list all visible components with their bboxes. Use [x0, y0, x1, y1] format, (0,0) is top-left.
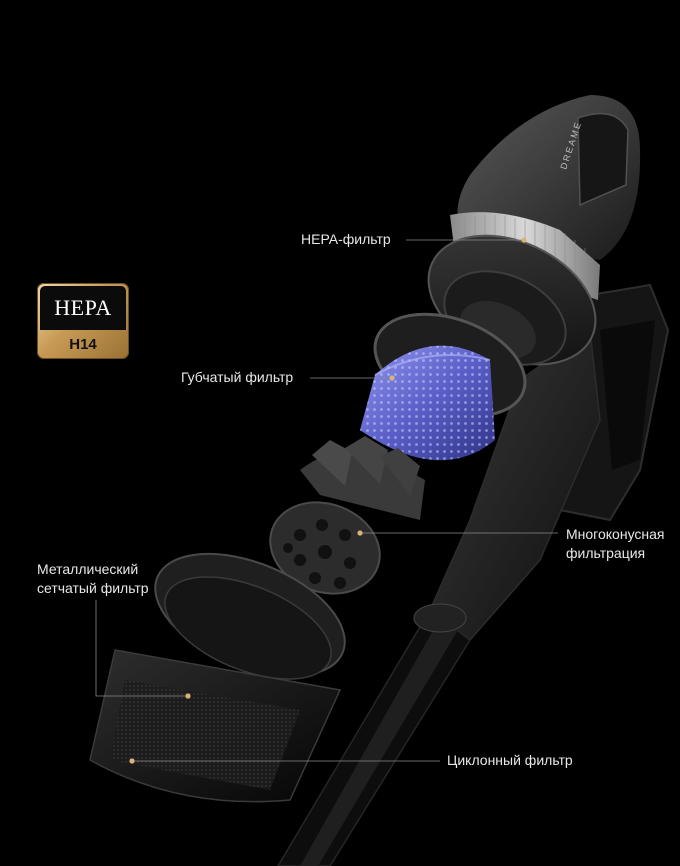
callout-dot-multicone [357, 530, 363, 536]
label-multicone-line2: фильтрация [566, 545, 646, 561]
label-multicone: Многоконусная фильтрация [566, 525, 665, 563]
vacuum-wand [277, 603, 471, 866]
label-multicone-line1: Многоконусная [566, 526, 665, 542]
sponge-filter [360, 312, 527, 461]
label-metal-mesh: Металлический сетчатый фильтр [37, 560, 149, 598]
callout-dots [129, 237, 527, 764]
badge-title: HEPA [40, 286, 126, 330]
label-metal-mesh-line2: сетчатый фильтр [37, 580, 149, 596]
badge-subtitle: H14 [69, 335, 97, 353]
callout-dot-hepa [521, 237, 527, 243]
callout-dot-mesh [185, 693, 191, 699]
dust-bin [89, 552, 346, 803]
callout-dot-cyclone [129, 758, 135, 764]
callout-lines [95, 239, 558, 762]
multicone-filter [269, 436, 425, 595]
callout-dot-sponge [389, 375, 395, 381]
label-hepa-filter: HEPA-фильтр [301, 231, 391, 247]
label-cyclone: Циклонный фильтр [447, 752, 573, 768]
label-metal-mesh-line1: Металлический [37, 561, 139, 577]
callout-line-mesh [95, 600, 186, 697]
hepa-h14-badge: HEPA H14 [37, 283, 129, 359]
label-sponge-filter: Губчатый фильтр [181, 369, 294, 385]
